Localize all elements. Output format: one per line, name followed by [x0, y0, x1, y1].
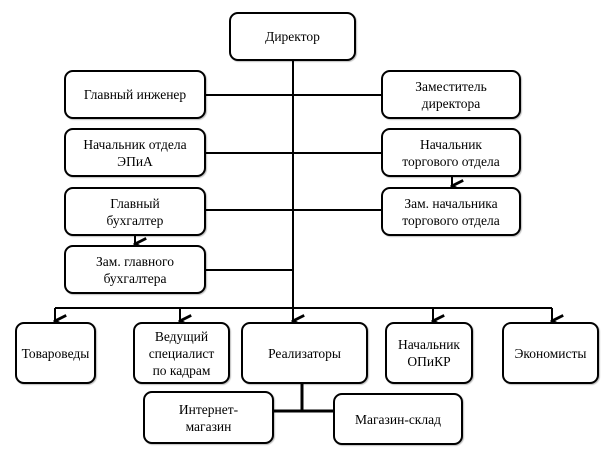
node-deputy-chief-accountant: Зам. главного бухгалтера	[64, 245, 206, 294]
node-deputy-director: Заместитель директора	[381, 70, 521, 119]
node-warehouse-store: Магазин-склад	[333, 393, 463, 445]
node-online-store: Интернет- магазин	[143, 391, 274, 444]
node-chief-accountant: Главный бухгалтер	[64, 187, 206, 236]
node-head-trade: Начальник торгового отдела	[381, 128, 521, 177]
node-director: Директор	[229, 12, 356, 61]
node-merchandisers: Товароведы	[15, 322, 96, 384]
node-sellers: Реализаторы	[241, 322, 368, 384]
node-chief-engineer: Главный инженер	[64, 70, 206, 119]
node-deputy-head-trade: Зам. начальника торгового отдела	[381, 187, 521, 236]
node-economists: Экономисты	[502, 322, 599, 384]
node-hr-specialist: Ведущий специалист по кадрам	[133, 322, 230, 384]
node-head-opikr: Начальник ОПиКР	[385, 322, 473, 384]
node-head-epia: Начальник отдела ЭПиА	[64, 128, 206, 177]
